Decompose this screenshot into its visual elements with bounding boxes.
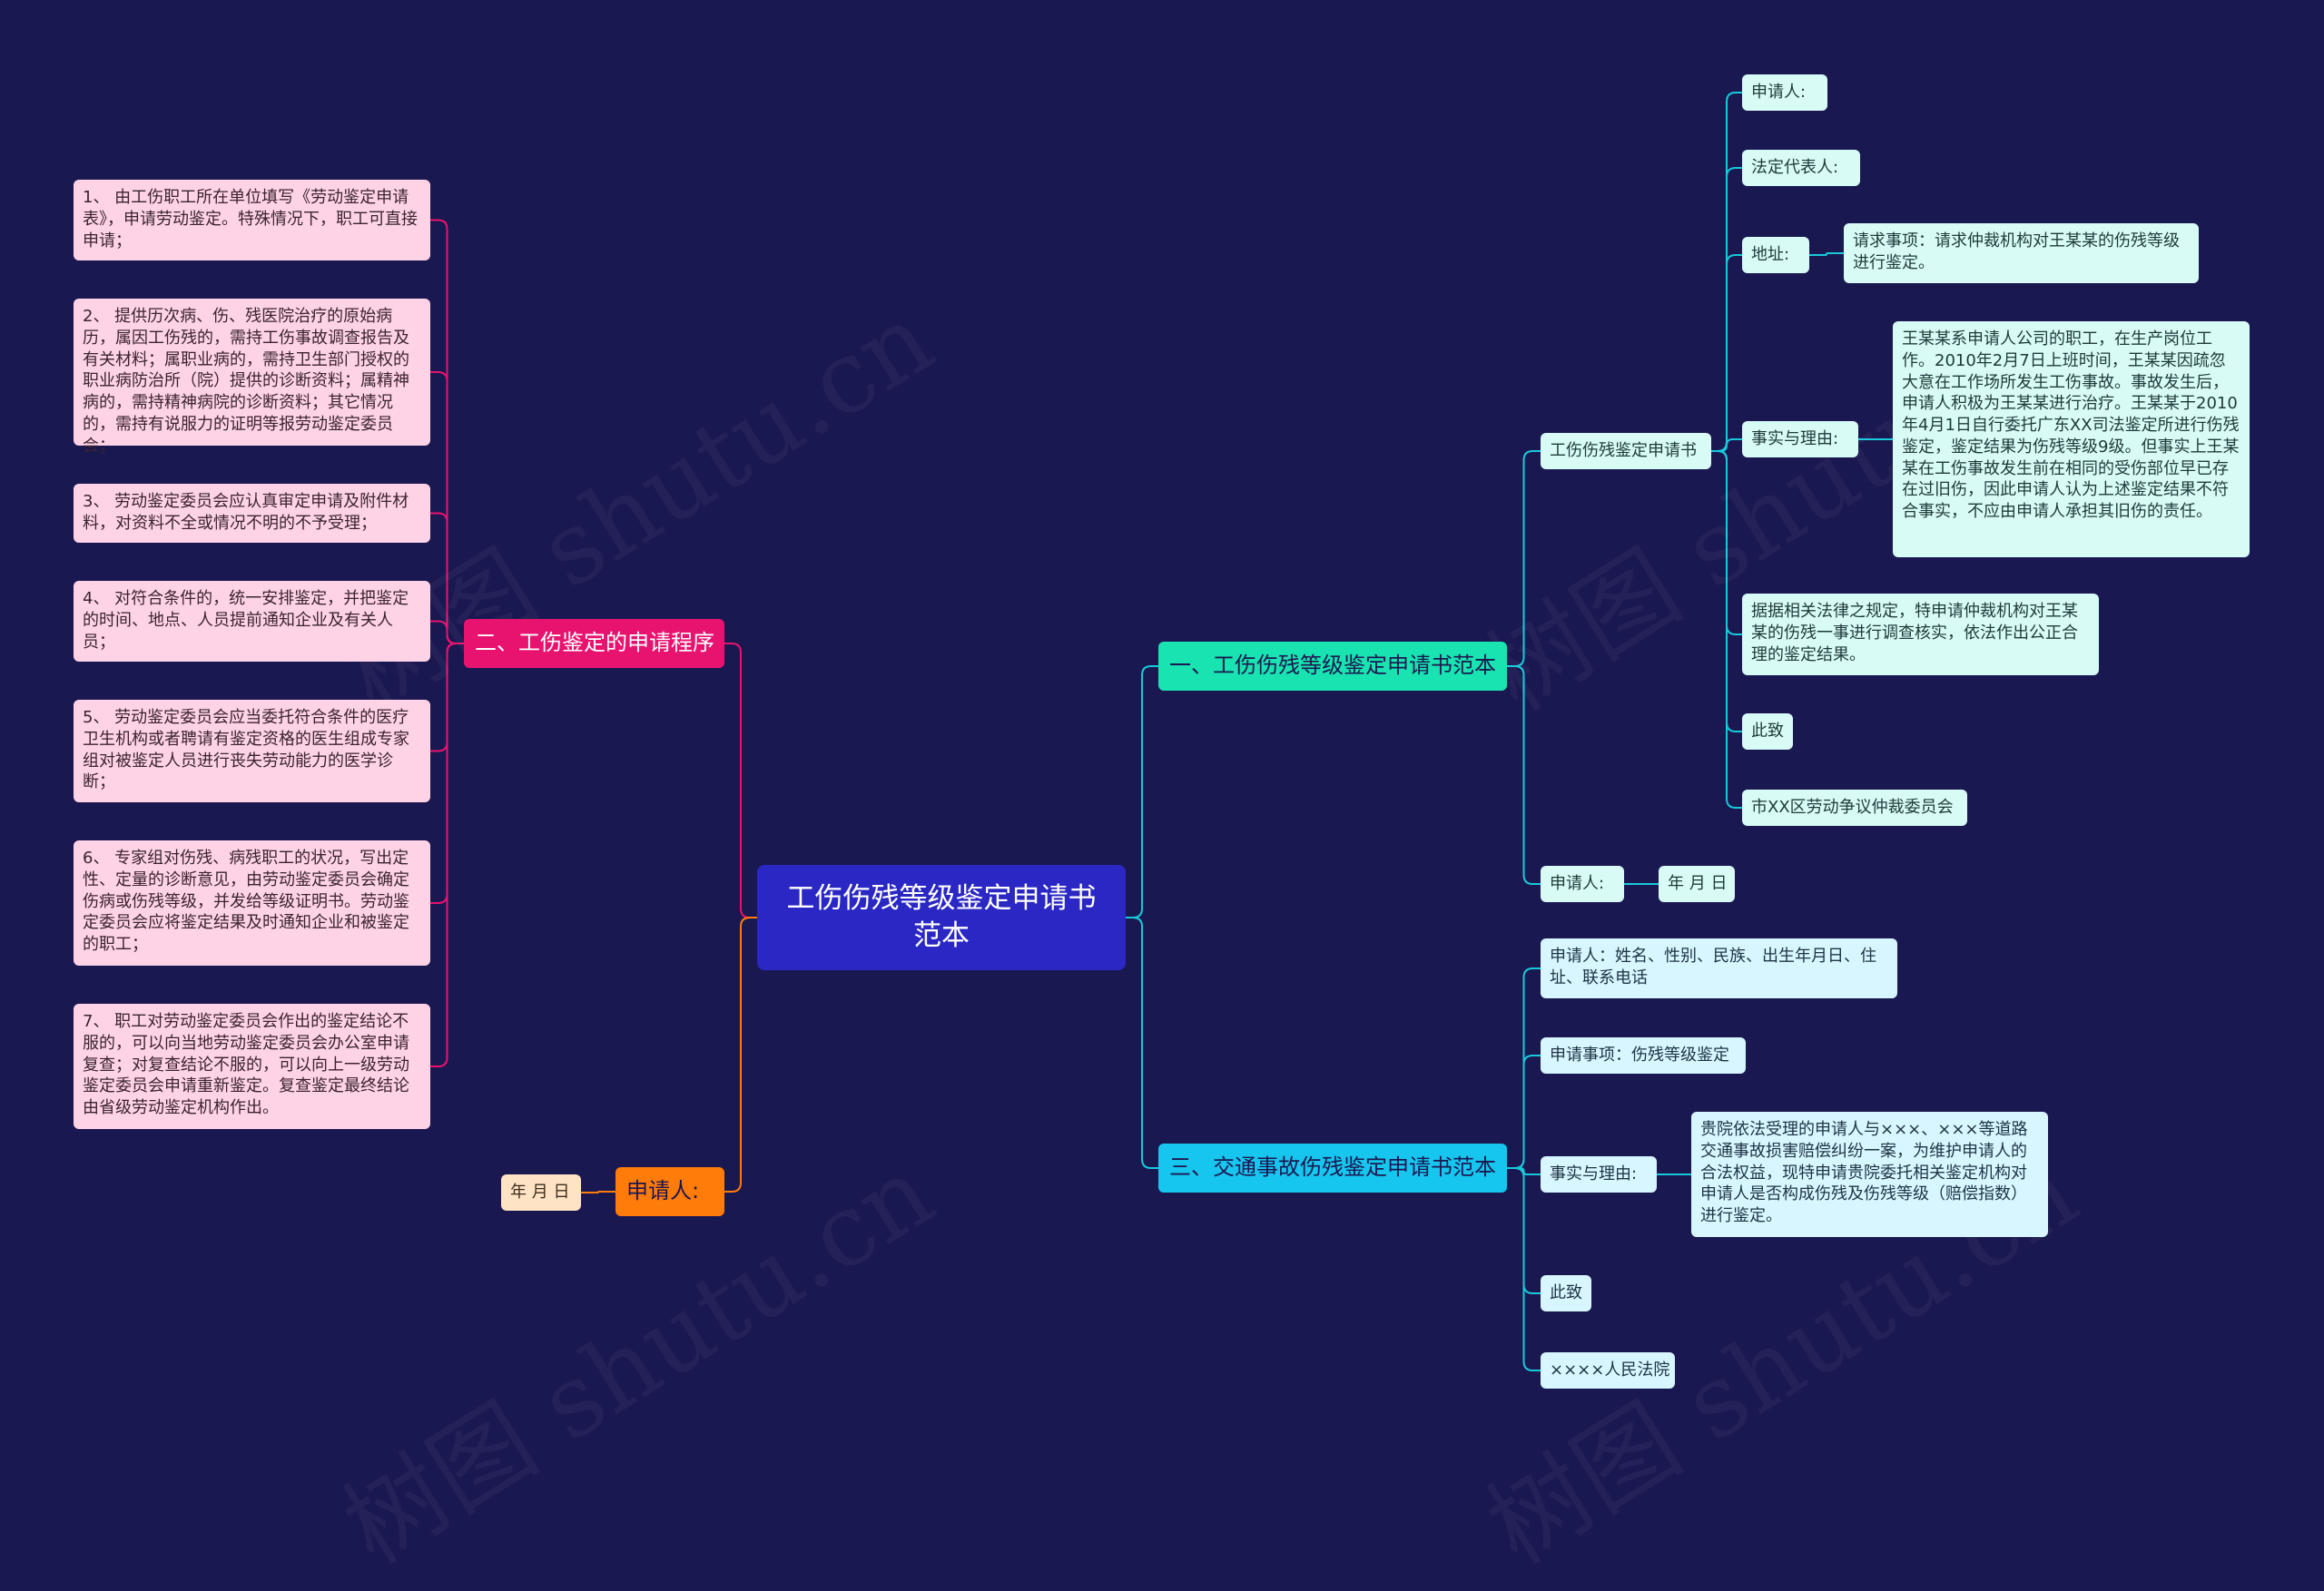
root-topic[interactable]: 工伤伤残等级鉴定申请书范本	[757, 865, 1126, 970]
connector-form-request	[1809, 252, 1844, 256]
section1-date[interactable]: 年 月 日	[1659, 866, 1735, 902]
connector-procedure-step-3	[430, 512, 464, 644]
applicant-date[interactable]: 年 月 日	[501, 1174, 581, 1211]
procedure-step-4[interactable]: 4、 对符合条件的，统一安排鉴定，并把鉴定的时间、地点、人员提前通知企业及有关人…	[74, 581, 430, 662]
branch-procedure[interactable]: 二、工伤鉴定的申请程序	[464, 619, 724, 668]
section3-closing[interactable]: 此致	[1541, 1275, 1591, 1311]
procedure-step-6[interactable]: 6、 专家组对伤残、病残职工的状况，写出定性、定量的诊断意见，由劳动鉴定委员会确…	[74, 840, 430, 966]
form-request[interactable]: 请求事项：请求仲裁机构对王某某的伤残等级进行鉴定。	[1844, 223, 2199, 283]
connector-branch-procedure	[724, 643, 757, 918]
connector-form-facts-label	[1711, 438, 1742, 452]
connector-procedure-step-7	[430, 643, 464, 1067]
section3-facts[interactable]: 贵院依法受理的申请人与×××、×××等道路交通事故损害赔偿纠纷一案，为维护申请人…	[1691, 1112, 2048, 1237]
section1-applicant[interactable]: 申请人:	[1541, 866, 1624, 902]
form-legal-rep[interactable]: 法定代表人:	[1742, 150, 1860, 186]
procedure-step-7[interactable]: 7、 职工对劳动鉴定委员会作出的鉴定结论不服的，可以向当地劳动鉴定委员会办公室申…	[74, 1004, 430, 1129]
form-title[interactable]: 工伤伤残鉴定申请书	[1541, 433, 1711, 469]
section3-request[interactable]: 申请事项：伤残等级鉴定	[1541, 1037, 1746, 1074]
form-basis[interactable]: 据据相关法律之规定，特申请仲裁机构对王某某的伤残一事进行调查核实，依法作出公正合…	[1742, 594, 2099, 675]
procedure-step-1[interactable]: 1、 由工伤职工所在单位填写《劳动鉴定申请表》，申请劳动鉴定。特殊情况下，职工可…	[74, 180, 430, 260]
form-address[interactable]: 地址:	[1742, 237, 1809, 273]
connector-form-recipient	[1711, 450, 1742, 809]
connector-section3-court	[1507, 1167, 1541, 1371]
branch-section-1[interactable]: 一、工伤伤残等级鉴定申请书范本	[1158, 642, 1507, 691]
connector-form-title	[1507, 450, 1541, 667]
connector-branch-section-3	[1126, 917, 1158, 1169]
connector-applicant-date	[581, 1191, 615, 1193]
connector-branch-section-1	[1126, 665, 1158, 918]
connector-lines	[430, 92, 1893, 1371]
section3-facts-label[interactable]: 事实与理由:	[1541, 1156, 1657, 1193]
procedure-step-2[interactable]: 2、 提供历次病、伤、残医院治疗的原始病历，属因工伤残的，需持工伤事故调查报告及…	[74, 299, 430, 456]
form-closing[interactable]: 此致	[1742, 713, 1793, 750]
connector-form-address	[1711, 254, 1742, 452]
connector-section1-applicant	[1507, 665, 1541, 885]
procedure-step-3[interactable]: 3、 劳动鉴定委员会应认真审定申请及附件材料，对资料不全或情况不明的不予受理；	[74, 484, 430, 543]
connector-branch-applicant	[724, 917, 757, 1193]
form-recipient[interactable]: 市XX区劳动争议仲裁委员会	[1742, 790, 1967, 826]
connector-section3-request	[1507, 1055, 1541, 1169]
section3-applicant-info[interactable]: 申请人：姓名、性别、民族、出生年月日、住址、联系电话	[1541, 938, 1897, 998]
form-applicant[interactable]: 申请人:	[1742, 74, 1827, 111]
section3-court[interactable]: ××××人民法院	[1541, 1352, 1675, 1389]
connector-section3-facts-label	[1507, 1167, 1541, 1175]
mindmap-canvas: 树图 shutu.cn 树图 shutu.cn 树图 shutu.cn 树图 s…	[74, 74, 2250, 1389]
connector-procedure-step-4	[430, 620, 464, 644]
procedure-step-5[interactable]: 5、 劳动鉴定委员会应当委托符合条件的医疗卫生机构或者聘请有鉴定资格的医生组成专…	[74, 700, 430, 802]
form-facts-label[interactable]: 事实与理由:	[1742, 421, 1858, 457]
branch-section-3[interactable]: 三、交通事故伤残鉴定申请书范本	[1158, 1144, 1507, 1193]
branch-applicant[interactable]: 申请人:	[615, 1167, 724, 1216]
form-facts[interactable]: 王某某系申请人公司的职工，在生产岗位工作。2010年2月7日上班时间，王某某因疏…	[1893, 321, 2250, 557]
